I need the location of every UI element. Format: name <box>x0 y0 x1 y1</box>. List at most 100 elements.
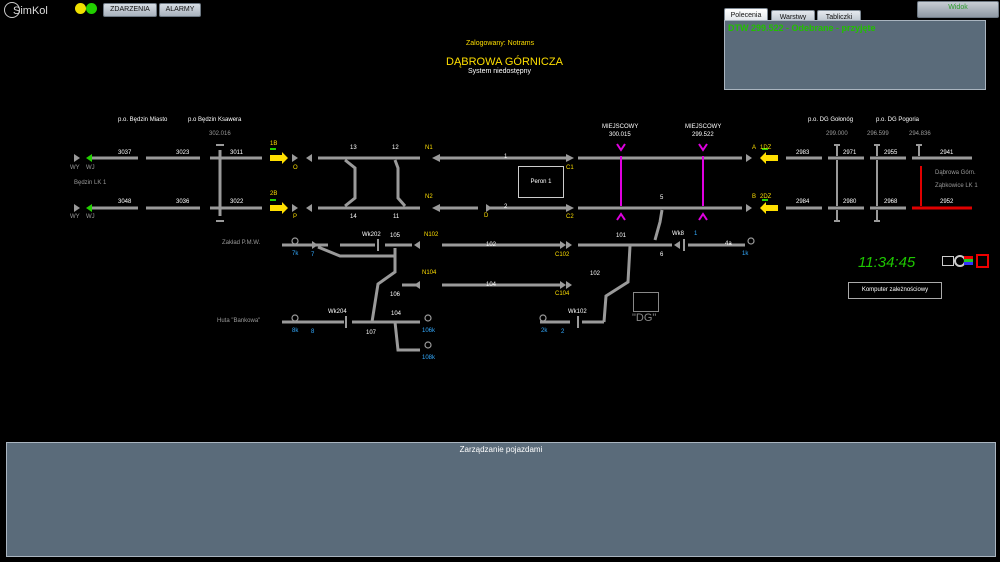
switch-wk8[interactable]: Wk8 <box>672 231 684 237</box>
switch-11[interactable]: 11 <box>393 214 400 220</box>
signal-1dz[interactable]: 1DZ <box>760 145 772 151</box>
label-wy-1: WY <box>70 165 80 171</box>
label-zaklad-pmw: Zakład P.M.W. <box>222 240 261 246</box>
track-104[interactable]: 104 <box>486 282 497 288</box>
signal-n104[interactable]: N104 <box>422 270 437 276</box>
label-huta-bankowa: Huta "Bankowa" <box>217 318 261 324</box>
signal-2dz[interactable]: 2DZ <box>760 194 772 200</box>
interlocking-computer-button[interactable]: Komputer zależnościowy <box>848 282 942 299</box>
block-3011[interactable]: 3011 <box>230 150 243 156</box>
platform-1: Peron 1 <box>518 166 564 198</box>
label-km-299000: 299.000 <box>826 131 848 137</box>
block-2980[interactable]: 2980 <box>843 199 857 205</box>
switch-105[interactable]: 105 <box>390 233 401 239</box>
shunt-1[interactable]: 1 <box>694 231 698 237</box>
window-icon[interactable] <box>942 256 954 266</box>
clock: 11:34:45 <box>858 254 916 271</box>
shunt-8[interactable]: 8 <box>311 329 315 335</box>
switch-wk102[interactable]: Wk102 <box>568 309 587 315</box>
switch-104[interactable]: 104 <box>391 311 402 317</box>
logo-ring-icon <box>4 2 20 18</box>
block-2952[interactable]: 2952 <box>940 199 954 205</box>
signal-1b[interactable]: 1B <box>270 141 278 147</box>
label-dg-golonog: p.o. DG Gołonóg <box>808 117 854 123</box>
label-wy-2: WY <box>70 214 80 220</box>
block-3023[interactable]: 3023 <box>176 150 190 156</box>
label-wj-1: WJ <box>86 165 95 171</box>
switch-14[interactable]: 14 <box>350 214 357 220</box>
command-log-entry: DTW 299.522 - Odebrane - przyjęte <box>728 23 876 33</box>
signal-p[interactable]: P <box>293 214 298 220</box>
label-zabkowice: Ząbkowice LK 1 <box>935 183 978 189</box>
switch-5[interactable]: 5 <box>660 195 664 201</box>
signal-a[interactable]: A <box>752 145 757 151</box>
crossing-2-label: MIEJSCOWY <box>685 124 722 130</box>
crossing-1-label: MIEJSCOWY <box>602 124 639 130</box>
vehicle-management-title: Zarządzanie pojazdami <box>459 445 543 454</box>
shunt-7k[interactable]: 7k <box>292 251 299 257</box>
switch-13[interactable]: 13 <box>350 145 357 151</box>
block-2968[interactable]: 2968 <box>884 199 898 205</box>
station-title: DĄBROWA GÓRNICZA <box>446 56 563 68</box>
switch-6[interactable]: 6 <box>660 252 664 258</box>
shunt-2[interactable]: 2 <box>561 329 565 335</box>
track-102-b[interactable]: 102 <box>590 271 601 277</box>
switch-wk204[interactable]: Wk204 <box>328 309 347 315</box>
switch-12[interactable]: 12 <box>392 145 399 151</box>
signal-c102[interactable]: C102 <box>555 252 570 258</box>
alarm-icon[interactable] <box>976 254 989 268</box>
block-2971[interactable]: 2971 <box>843 150 857 156</box>
command-panel <box>724 20 986 90</box>
block-2941[interactable]: 2941 <box>940 150 954 156</box>
signal-d[interactable]: D <box>484 213 489 219</box>
signal-n1[interactable]: N1 <box>425 145 433 151</box>
signal-c1[interactable]: C1 <box>566 165 574 171</box>
status-lamp-green <box>86 3 97 14</box>
crossing-1-km: 300.015 <box>609 132 631 138</box>
label-dabrowa-gorn: Dąbrowa Górn. <box>935 170 976 176</box>
label-km-294: 294.836 <box>909 131 931 137</box>
label-bedzin-miasto: p.o. Będzin Miasto <box>118 117 168 123</box>
app-name: SimKol <box>13 5 48 17</box>
switch-106[interactable]: 106 <box>390 292 401 298</box>
signal-c104[interactable]: C104 <box>555 291 570 297</box>
system-status: System niedostępny <box>468 68 532 75</box>
block-3036[interactable]: 3036 <box>176 199 190 205</box>
shunt-2k[interactable]: 2k <box>541 328 548 334</box>
block-3048[interactable]: 3048 <box>118 199 132 205</box>
track-101[interactable]: 101 <box>616 233 627 239</box>
view-button[interactable]: Widok <box>917 1 999 18</box>
view-button-label: Widok <box>948 4 968 11</box>
shunt-108k[interactable]: 108k <box>422 355 436 361</box>
track-102[interactable]: 102 <box>486 242 497 248</box>
switch-wk202[interactable]: Wk202 <box>362 232 381 238</box>
track-1[interactable]: 1 <box>504 154 508 160</box>
block-2983[interactable]: 2983 <box>796 150 810 156</box>
label-km-302: 302.016 <box>209 131 231 137</box>
signal-2b[interactable]: 2B <box>270 191 278 197</box>
label-wj-2: WJ <box>86 214 95 220</box>
signal-o[interactable]: O <box>293 165 298 171</box>
label-dg-pogoria: p.o. DG Pogoria <box>876 117 920 123</box>
signal-n102[interactable]: N102 <box>424 232 439 238</box>
block-3022[interactable]: 3022 <box>230 199 244 205</box>
shunt-1k[interactable]: 1k <box>742 251 749 257</box>
shunt-8k[interactable]: 8k <box>292 328 299 334</box>
block-2984[interactable]: 2984 <box>796 199 810 205</box>
events-button[interactable]: ZDARZENIA <box>103 3 157 17</box>
track-2[interactable]: 2 <box>504 204 508 210</box>
switch-4a[interactable]: 4a <box>725 241 732 247</box>
status-lamp-yellow <box>75 3 86 14</box>
signal-b[interactable]: B <box>752 194 757 200</box>
simkol-logo: SimKol <box>4 2 66 18</box>
shunt-7[interactable]: 7 <box>311 252 315 258</box>
signal-c2[interactable]: C2 <box>566 214 574 220</box>
switch-107[interactable]: 107 <box>366 330 377 336</box>
crossing-2-km: 299.522 <box>692 132 714 138</box>
signal-n2[interactable]: N2 <box>425 194 433 200</box>
block-2955[interactable]: 2955 <box>884 150 898 156</box>
alarms-button[interactable]: ALARMY <box>159 3 201 17</box>
shunt-106k[interactable]: 106k <box>422 328 436 334</box>
block-3037[interactable]: 3037 <box>118 150 132 156</box>
color-legend-icon[interactable] <box>964 256 973 265</box>
